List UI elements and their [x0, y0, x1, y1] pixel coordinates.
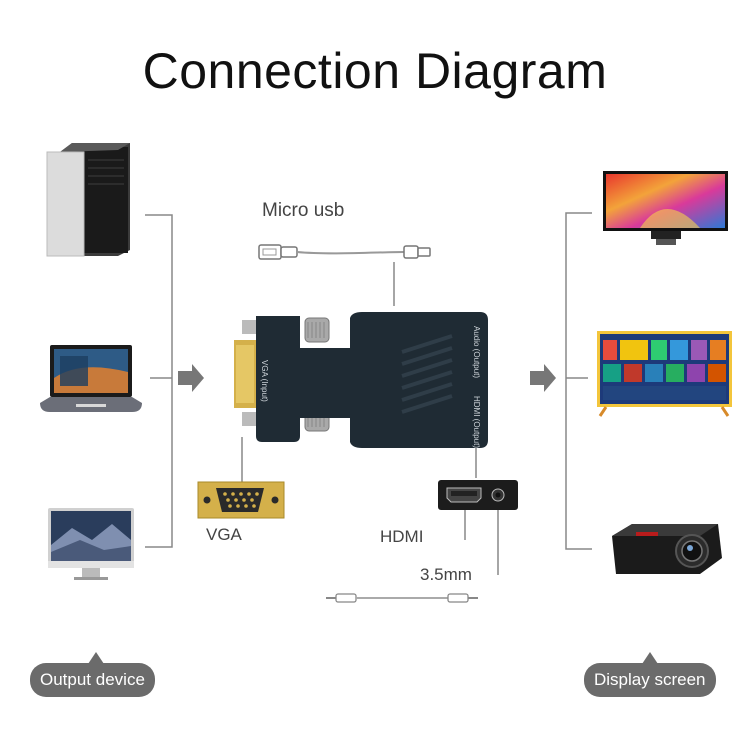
- desktop-tower-icon: [46, 143, 130, 257]
- monitor-icon: [603, 171, 728, 245]
- audio-marking: Audio (Output): [472, 326, 481, 378]
- hdmi-audio-ports-icon: [438, 480, 518, 510]
- vga-to-hdmi-adapter: VGA (Input) Audio (Output) HDMI (Output): [234, 312, 488, 448]
- left-badge-pointer: [88, 652, 104, 664]
- vga-label: VGA: [206, 525, 242, 544]
- laptop-icon: [40, 345, 142, 412]
- projector-icon: [612, 524, 722, 574]
- display-screen-badge: Display screen: [584, 663, 716, 697]
- right-badge-pointer: [642, 652, 658, 664]
- left-bracket-line: [145, 214, 173, 548]
- micro-usb-label: Micro usb: [262, 200, 345, 221]
- page-title: Connection Diagram: [142, 43, 608, 99]
- hdmi-label: HDMI: [380, 527, 424, 546]
- vga-port-icon: [197, 481, 285, 519]
- audio-cable-icon: [326, 593, 478, 603]
- audio-jack-label: 3.5mm: [420, 565, 472, 584]
- arrow-right-icon-left: [178, 364, 204, 392]
- output-device-badge: Output device: [30, 663, 155, 697]
- vga-marking: VGA (Input): [260, 360, 269, 402]
- television-icon: [597, 331, 732, 417]
- all-in-one-computer-icon: [48, 508, 134, 580]
- connector-lines: [145, 212, 592, 575]
- micro-usb-cable-icon: [258, 244, 431, 260]
- hdmi-marking: HDMI (Output): [472, 396, 481, 448]
- right-bracket-line: [565, 212, 592, 550]
- arrow-right-icon-right: [530, 364, 556, 392]
